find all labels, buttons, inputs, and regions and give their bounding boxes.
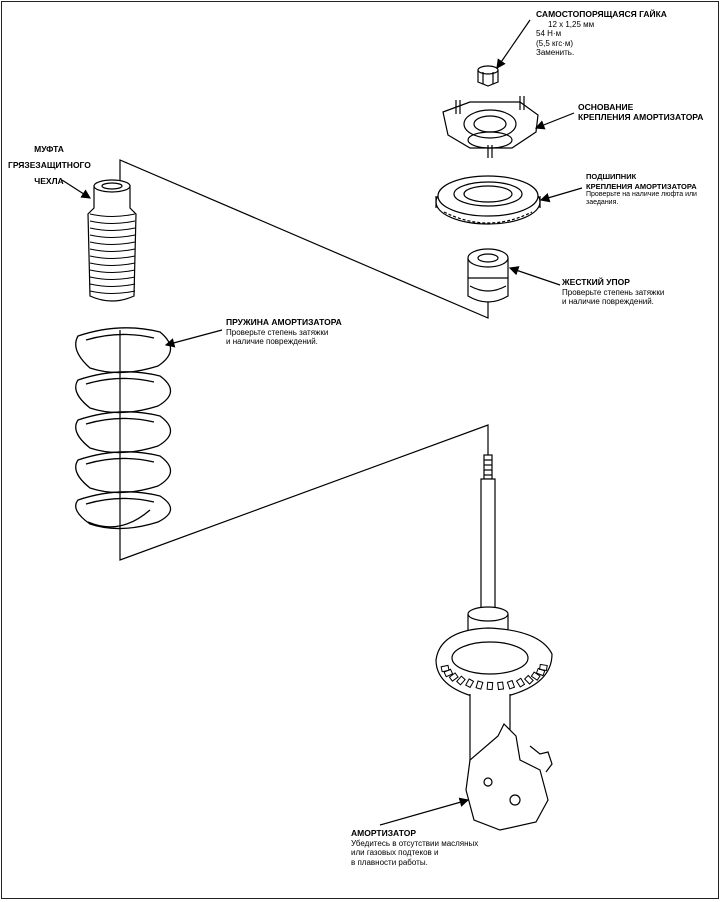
shock-mount-bearing xyxy=(435,175,541,225)
dust-boot xyxy=(87,179,137,302)
nut-title: САМОСТОПОРЯЩАЯСЯ ГАЙКА xyxy=(536,9,667,19)
nut-line-3: (5,5 кгс·м) xyxy=(536,38,574,48)
bellows-fold xyxy=(89,283,136,287)
spring-coil-edge xyxy=(85,457,155,465)
shock-mount-base xyxy=(442,96,539,158)
spring-coil xyxy=(75,371,172,414)
spring-coil xyxy=(75,491,172,530)
shock-spring xyxy=(75,327,172,530)
bellows-fold xyxy=(89,262,136,266)
bearing-line-1: Проверьте на наличие люфта или xyxy=(586,191,697,198)
seat-slot xyxy=(456,675,466,686)
seat-slot xyxy=(440,664,450,673)
spring-label: ПРУЖИНА АМОРТИЗАТОРА Проверьте степень з… xyxy=(226,317,342,347)
bellows-fold xyxy=(89,241,136,245)
spring-line-2: и наличие повреждений. xyxy=(226,337,318,346)
mount-base-title-1: ОСНОВАНИЕ xyxy=(578,102,634,112)
dust-boot-bellows xyxy=(89,213,136,294)
spring-coil xyxy=(75,327,172,374)
bump-stop xyxy=(467,248,509,303)
seat-slot xyxy=(523,674,534,685)
seat-slot xyxy=(448,672,459,682)
seat-slot xyxy=(475,680,484,690)
shock-line-1: Убедитесь в отсутствии масляных xyxy=(351,838,479,848)
spring-seat-slots xyxy=(440,663,548,691)
bellows-fold xyxy=(89,248,136,252)
spring-coil xyxy=(75,411,172,454)
spring-coil-edge xyxy=(85,377,155,385)
spring-end xyxy=(87,509,151,528)
spring-coil-edge xyxy=(85,333,155,341)
mount-base-title-2: КРЕПЛЕНИЯ АМОРТИЗАТОРА xyxy=(578,111,704,122)
bellows-fold xyxy=(89,290,136,294)
spring-coil-edge xyxy=(85,497,155,505)
boot-title-3: ЧЕХЛА xyxy=(34,176,64,186)
spring-coil xyxy=(75,451,172,494)
bellows-fold xyxy=(89,213,136,217)
shock-absorber xyxy=(435,454,553,831)
mount-base-label: ОСНОВАНИЕ КРЕПЛЕНИЯ АМОРТИЗАТОРА xyxy=(578,102,704,122)
nut-line-1: 12 x 1,25 мм xyxy=(548,19,595,29)
leader-lines xyxy=(61,19,583,826)
bump-stop-line-2: и наличие повреждений. xyxy=(562,297,654,306)
spring-title: ПРУЖИНА АМОРТИЗАТОРА xyxy=(226,317,342,327)
shock-line-3: в плавности работы. xyxy=(351,857,428,867)
bump-stop-label: ЖЕСТКИЙ УПОР Проверьте степень затяжки и… xyxy=(562,277,665,307)
seat-slot xyxy=(497,681,505,691)
bump-stop-line-1: Проверьте степень затяжки xyxy=(562,287,665,297)
nut-label: САМОСТОПОРЯЩАЯСЯ ГАЙКА 12 x 1,25 мм 54 Н… xyxy=(536,9,667,58)
bellows-fold xyxy=(89,234,136,238)
bellows-fold xyxy=(89,220,136,224)
seat-slot xyxy=(515,677,526,688)
seat-slot xyxy=(530,671,541,681)
bellows-fold xyxy=(89,227,136,231)
bellows-fold xyxy=(89,269,136,273)
nut-line-2: 54 Н·м xyxy=(536,29,562,38)
self-locking-nut xyxy=(477,65,499,87)
bump-stop-title: ЖЕСТКИЙ УПОР xyxy=(562,277,630,287)
seat-slot xyxy=(465,678,475,689)
bellows-fold xyxy=(89,255,136,259)
bearing-label: ПОДШИПНИК КРЕПЛЕНИЯ АМОРТИЗАТОРА Проверь… xyxy=(586,172,697,207)
seat-slot xyxy=(506,679,516,690)
bearing-title-1: ПОДШИПНИК xyxy=(586,172,637,181)
bearing-line-2: заедания. xyxy=(586,199,619,206)
spring-coil-edge xyxy=(85,417,155,425)
seat-slot xyxy=(535,667,546,677)
shock-title: АМОРТИЗАТОР xyxy=(351,828,416,838)
seat-slot xyxy=(486,681,494,691)
boot-title-1: МУФТА xyxy=(34,144,64,154)
bellows-fold xyxy=(89,276,136,280)
shock-label: АМОРТИЗАТОР Убедитесь в отсутствии масля… xyxy=(351,828,479,867)
nut-line-4: Заменить. xyxy=(536,48,575,57)
bearing-title-2: КРЕПЛЕНИЯ АМОРТИЗАТОРА xyxy=(586,181,697,191)
boot-title-2: ГРЯЗЕЗАЩИТНОГО xyxy=(8,160,91,170)
assembly-centerline xyxy=(119,159,489,561)
shock-line-2: или газовых подтеков и xyxy=(351,848,439,857)
spring-line-1: Проверьте степень затяжки xyxy=(226,327,329,337)
boot-label: МУФТА ГРЯЗЕЗАЩИТНОГО ЧЕХЛА xyxy=(8,141,91,189)
